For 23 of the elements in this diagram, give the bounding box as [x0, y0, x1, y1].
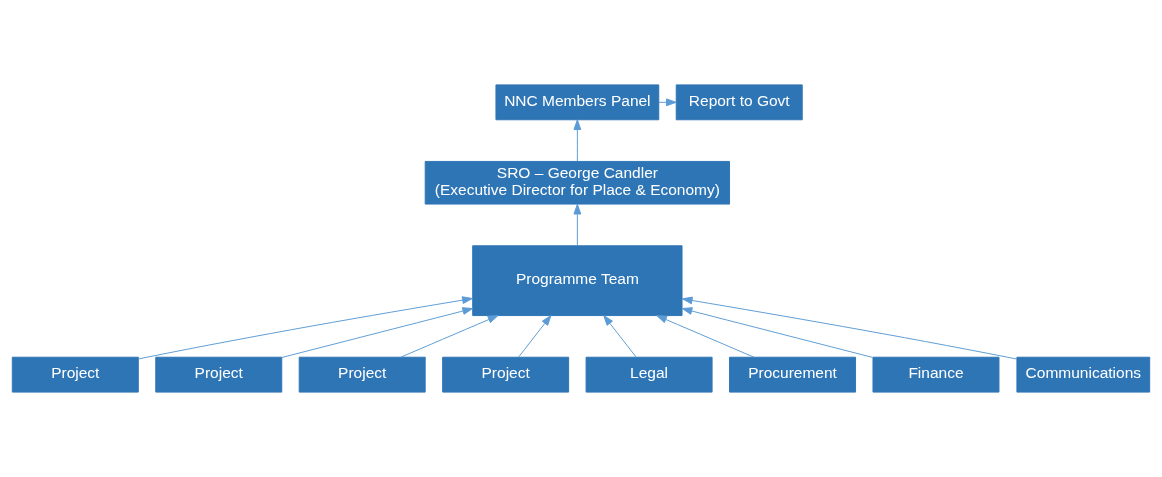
arrow: [400, 315, 499, 358]
arrow: [138, 296, 473, 360]
node-box: Report to Govt: [675, 84, 803, 121]
node-box: Project: [155, 356, 283, 393]
node-box: Legal: [585, 356, 713, 393]
arrow: [681, 307, 874, 358]
arrow: [518, 315, 552, 358]
node-box: Procurement: [729, 356, 856, 393]
node-box: Project: [298, 356, 426, 393]
node-box: Project: [442, 356, 570, 393]
arrow: [658, 98, 677, 107]
node-box: Finance: [872, 356, 1000, 393]
node-box: NNC Members Panel: [495, 84, 660, 121]
node-box: SRO – George Candler (Executive Director for Place & Economy): [424, 160, 730, 205]
arrow: [573, 203, 582, 247]
node-box: Programme Team: [472, 245, 683, 317]
arrow: [573, 119, 582, 162]
arrow: [281, 307, 474, 358]
node-box: Communications: [1016, 356, 1151, 393]
node-box: Project: [11, 356, 139, 393]
arrow: [603, 315, 637, 358]
arrow: [681, 296, 1018, 360]
arrow: [656, 315, 755, 358]
